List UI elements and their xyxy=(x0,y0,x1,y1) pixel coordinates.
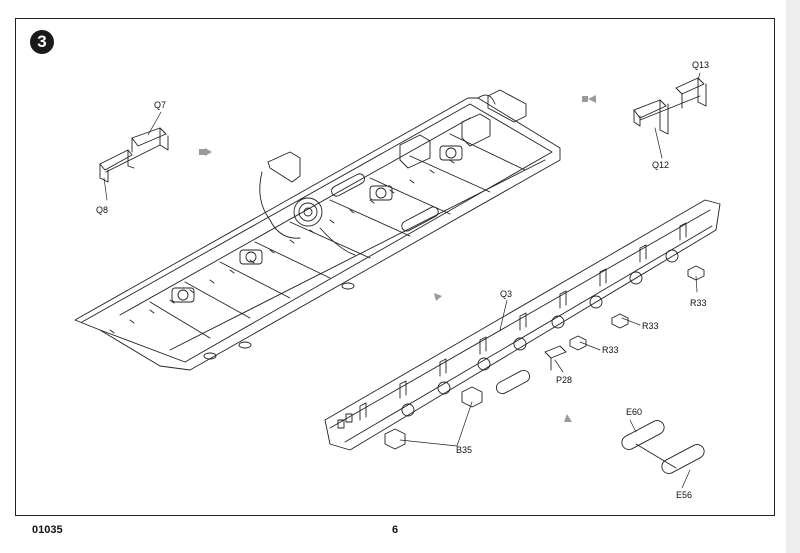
label-r33-c: R33 xyxy=(602,345,619,355)
assembly-arrow-icon xyxy=(199,95,596,422)
label-p28: P28 xyxy=(556,375,573,385)
product-code: 01035 xyxy=(32,524,63,536)
side-cylinder xyxy=(495,369,531,395)
label-q13: Q13 xyxy=(692,60,710,70)
side-plate xyxy=(324,199,721,451)
part-b35 xyxy=(384,386,483,450)
page-frame xyxy=(15,18,775,516)
part-q7-q8 xyxy=(99,127,169,183)
label-b35: B35 xyxy=(456,445,473,455)
step-number-badge: 3 xyxy=(30,30,54,54)
label-r33-a: R33 xyxy=(690,298,707,308)
part-q12-q13 xyxy=(633,77,707,135)
part-e60-e56 xyxy=(621,420,705,474)
page-number: 6 xyxy=(392,524,399,536)
label-q8: Q8 xyxy=(96,205,109,215)
label-r33-b: R33 xyxy=(642,321,659,331)
label-q3: Q3 xyxy=(500,289,513,299)
label-q7: Q7 xyxy=(154,100,167,110)
small-blocks xyxy=(569,265,705,351)
label-e60: E60 xyxy=(626,407,643,417)
part-p28 xyxy=(544,345,567,371)
page-edge xyxy=(786,0,800,553)
label-e56: E56 xyxy=(676,490,693,500)
lower-hull-pan xyxy=(74,89,561,371)
label-q12: Q12 xyxy=(652,160,670,170)
